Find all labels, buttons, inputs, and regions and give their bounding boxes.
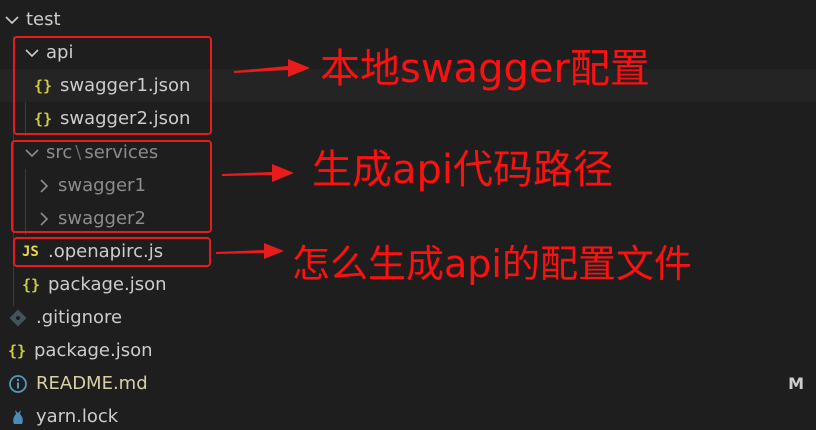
annotation-services: 生成api代码路径	[312, 147, 614, 193]
indent-guide	[25, 169, 26, 235]
folder-label: test	[26, 9, 61, 30]
chevron-right-icon	[40, 211, 49, 226]
file-label: swagger2.json	[60, 108, 191, 129]
annotation-openapirc: 怎么生成api的配置文件	[292, 242, 692, 286]
git-icon	[9, 309, 27, 326]
file-swagger1-json[interactable]: {} swagger1.json	[0, 69, 816, 102]
file-yarn-lock[interactable]: yarn.lock	[0, 400, 816, 430]
file-openapirc-js[interactable]: JS .openapirc.js	[0, 235, 816, 268]
json-file-icon: {}	[8, 341, 27, 360]
json-file-icon: {}	[34, 76, 53, 95]
file-label: yarn.lock	[36, 406, 119, 427]
file-gitignore[interactable]: .gitignore	[0, 301, 816, 334]
file-readme-md[interactable]: README.md M	[0, 367, 816, 400]
indent-guide	[13, 36, 14, 306]
chevron-down-icon	[25, 148, 39, 157]
file-package-json-nested[interactable]: {} package.json	[0, 268, 816, 301]
openapirc-highlight-box	[13, 237, 211, 267]
file-label: .gitignore	[36, 307, 123, 328]
annotation-api: 本地swagger配置	[320, 46, 650, 92]
arrow-right-icon	[222, 164, 294, 182]
folder-label: swagger2	[58, 208, 146, 229]
file-package-json-root[interactable]: {} package.json	[0, 334, 816, 367]
js-file-icon: JS	[22, 243, 39, 260]
json-file-icon: {}	[34, 109, 53, 128]
folder-api[interactable]: api	[0, 36, 816, 69]
services-highlight-box	[11, 140, 212, 233]
modified-badge: M	[788, 374, 804, 393]
folder-label-services: services	[84, 142, 159, 163]
folder-test[interactable]: test	[0, 3, 816, 36]
api-highlight-box	[13, 36, 212, 135]
file-label: swagger1.json	[60, 75, 191, 96]
json-file-icon: {}	[22, 275, 41, 294]
info-icon	[9, 374, 27, 393]
file-label: README.md	[36, 373, 148, 394]
indent-guide	[25, 70, 26, 136]
file-label: package.json	[48, 274, 167, 295]
chevron-right-icon	[40, 178, 49, 193]
folder-swagger1[interactable]: swagger1	[0, 169, 816, 202]
path-separator: \	[75, 142, 82, 163]
arrow-right-icon	[216, 243, 284, 259]
folder-swagger2[interactable]: swagger2	[0, 202, 816, 235]
chevron-down-icon	[25, 48, 39, 57]
folder-label: swagger1	[58, 175, 146, 196]
arrow-right-icon	[234, 59, 310, 77]
file-label: package.json	[34, 340, 153, 361]
file-swagger2-json[interactable]: {} swagger2.json	[0, 102, 816, 135]
yarn-cat-icon	[13, 409, 23, 424]
file-label: .openapirc.js	[48, 241, 164, 262]
chevron-down-icon	[5, 15, 19, 24]
folder-src-services[interactable]: src \ services	[0, 136, 816, 169]
folder-label: api	[46, 42, 74, 63]
folder-label-src: src	[46, 142, 73, 163]
